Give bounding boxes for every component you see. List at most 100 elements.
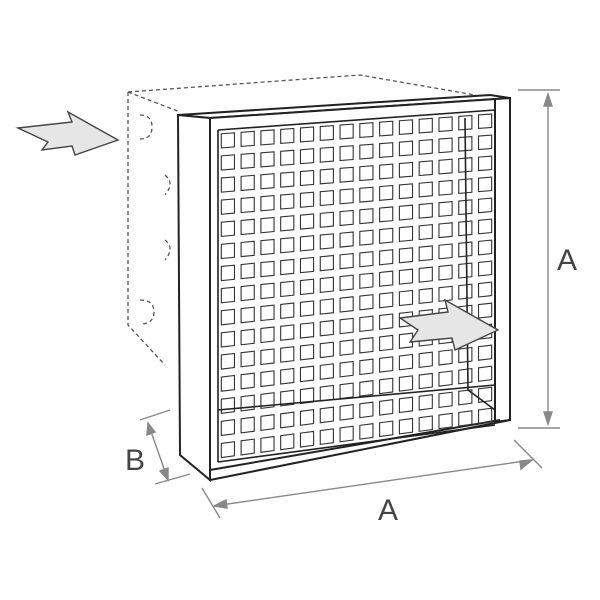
mesh-cell: [398, 289, 414, 307]
mesh-cell: [418, 351, 433, 368]
mesh-cell: [477, 176, 493, 193]
mesh-cell: [477, 218, 493, 235]
mesh-cell: [359, 423, 374, 440]
mesh-cell: [359, 165, 374, 182]
mesh-cell: [339, 317, 354, 335]
mesh-cell: [240, 174, 255, 192]
mesh-cell: [220, 352, 236, 370]
mesh-cell: [240, 130, 255, 147]
mesh-cell: [280, 302, 295, 320]
mesh-cell: [418, 181, 433, 198]
mesh-cell: [438, 264, 453, 281]
mesh-cell: [458, 135, 473, 152]
mesh-cell: [299, 213, 315, 230]
airflow-arrow-icon: [398, 298, 500, 351]
mesh-cell: [418, 160, 433, 177]
mesh-cell: [280, 433, 295, 451]
mesh-cell: [438, 391, 453, 409]
mesh-cell: [379, 377, 394, 395]
mesh-cell: [240, 152, 255, 170]
mesh-cell: [359, 143, 374, 160]
mesh-cell: [299, 148, 315, 165]
mesh-cell: [260, 326, 275, 344]
mesh-cell: [379, 206, 394, 223]
mesh-cell: [418, 394, 433, 411]
mesh-cell: [477, 155, 493, 172]
mesh-cell: [319, 341, 334, 359]
mesh-cell: [379, 142, 394, 159]
mesh-cell: [299, 300, 315, 317]
mesh-cell: [319, 319, 334, 337]
mesh-cell: [240, 196, 255, 214]
mesh-cell: [220, 242, 236, 260]
mesh-cell: [220, 132, 236, 149]
mesh-cell: [220, 286, 236, 304]
depth-label: B: [125, 444, 145, 477]
mesh-cell: [379, 399, 394, 416]
mesh-cell: [359, 294, 374, 311]
mesh-cell: [458, 199, 473, 216]
mesh-cell: [458, 220, 473, 237]
mesh-cell: [379, 249, 394, 266]
mesh-cell: [280, 171, 295, 188]
mesh-cell: [438, 179, 453, 196]
mesh-cell: [438, 137, 453, 154]
mesh-cell: [319, 168, 334, 185]
mesh-cell: [339, 360, 354, 378]
mesh-cell: [299, 430, 315, 448]
mesh-cell: [339, 188, 354, 205]
mesh-cell: [418, 266, 433, 283]
mesh-cell: [319, 233, 334, 250]
mesh-cell: [398, 119, 414, 136]
mesh-cell: [299, 278, 315, 296]
mesh-cell: [299, 191, 315, 208]
mesh-cell: [398, 225, 414, 243]
mesh-cell: [418, 245, 433, 262]
mesh-cell: [458, 157, 473, 173]
mesh-cell: [240, 218, 255, 236]
mesh-cell: [458, 178, 473, 195]
mesh-cell: [319, 406, 334, 424]
mesh-cell: [418, 415, 433, 432]
mesh-cell: [458, 262, 473, 279]
mesh-cell: [240, 438, 255, 456]
mesh-cell: [299, 126, 315, 143]
mesh-cell: [477, 302, 493, 319]
mesh-cell: [260, 392, 275, 410]
mesh-cell: [477, 365, 493, 382]
cabinet-frame: [176, 93, 511, 483]
mesh-cell: [260, 238, 275, 256]
mesh-cell: [220, 220, 236, 237]
mesh-cell: [398, 204, 414, 221]
mesh-cell: [359, 337, 374, 354]
mesh-cell: [220, 330, 236, 348]
mesh-cell: [339, 166, 354, 183]
mesh-cell: [319, 254, 334, 272]
mesh-cell: [240, 284, 255, 302]
mesh-cell: [438, 158, 453, 175]
mesh-cell: [280, 127, 295, 145]
mesh-cell: [319, 211, 334, 228]
mesh-cell: [319, 363, 334, 380]
mesh-cell: [260, 129, 275, 146]
mesh-cell: [280, 389, 295, 407]
dimension-lines: [139, 89, 560, 519]
mesh-cell: [319, 428, 334, 446]
mesh-cell: [240, 394, 255, 412]
mesh-cell: [398, 417, 414, 435]
mesh-cell: [240, 372, 255, 390]
mesh-cell: [339, 339, 354, 356]
mesh-cell: [299, 169, 315, 187]
mesh-cell: [379, 356, 394, 373]
mesh-cell: [319, 124, 334, 142]
mesh-cell: [319, 276, 334, 294]
mesh-cell: [458, 241, 473, 258]
mesh-cell: [280, 149, 295, 166]
mesh-cell: [260, 370, 275, 388]
mesh-cell: [220, 396, 236, 414]
mesh-cell: [418, 224, 433, 241]
mesh-cell: [240, 240, 255, 258]
mesh-cell: [398, 353, 414, 371]
mesh-cell: [240, 350, 255, 368]
mesh-cell: [379, 420, 394, 438]
